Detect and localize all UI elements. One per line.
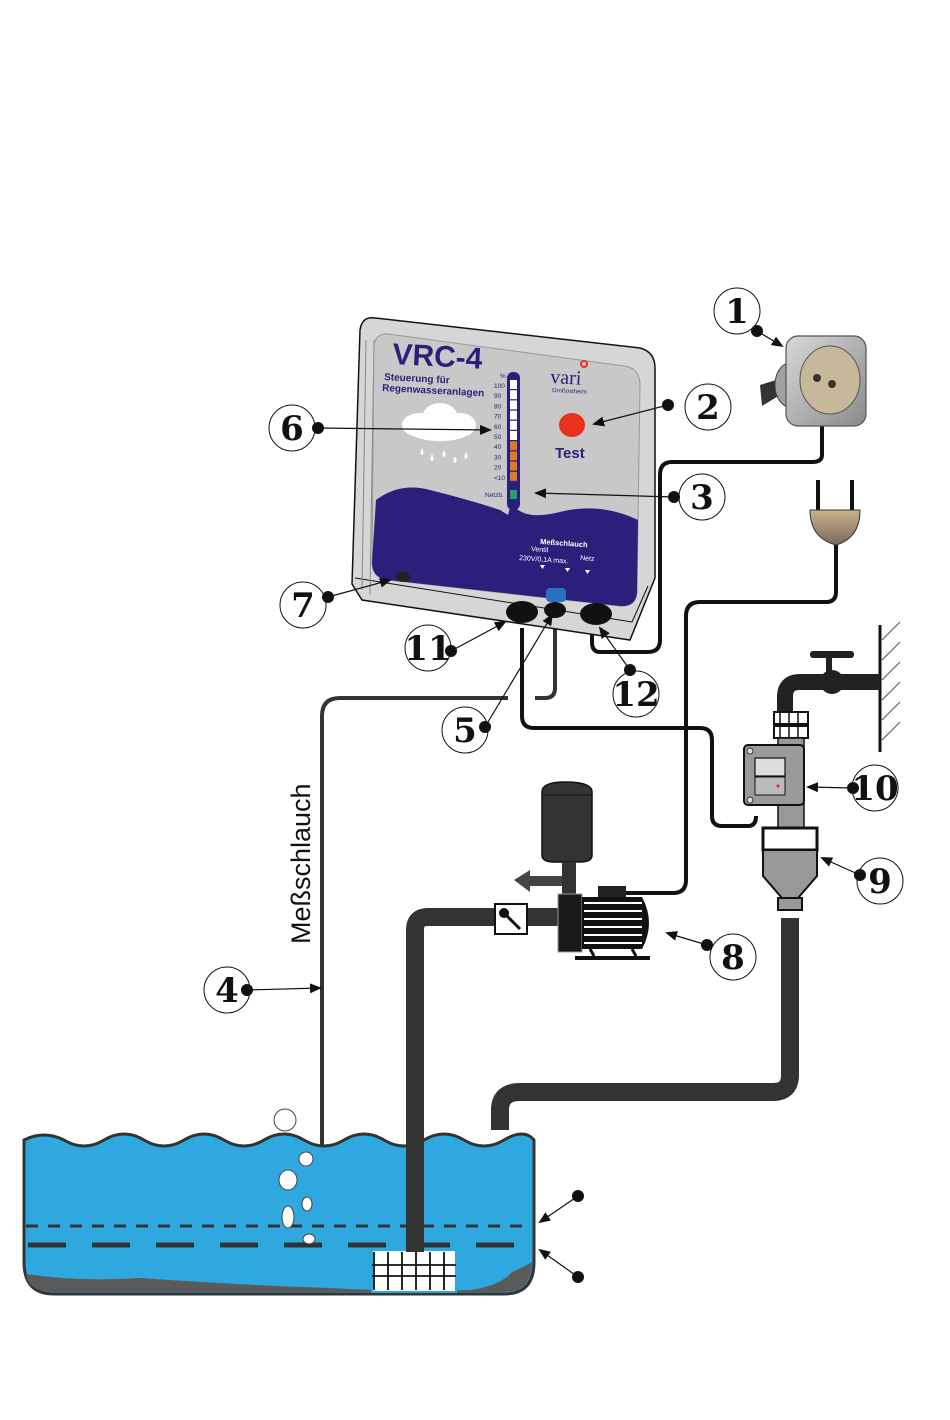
callout-number: 9 xyxy=(868,862,892,902)
scale-label: 50 xyxy=(494,434,502,441)
scale-label: 40 xyxy=(494,444,502,451)
callout-number: 11 xyxy=(404,629,451,669)
callout-dot xyxy=(322,591,334,603)
hopper-funnel xyxy=(763,828,817,910)
callout-number: 8 xyxy=(721,938,745,978)
vrc4-controller: VRC-4 Steuerung für Regenwasseranlagen v… xyxy=(352,318,655,640)
power-socket[interactable] xyxy=(760,336,866,426)
callout-number: 2 xyxy=(696,388,720,428)
callout-4: 4 xyxy=(204,967,320,1013)
scale-segment xyxy=(510,431,517,440)
callout-leader xyxy=(247,988,320,990)
scale-unit: % xyxy=(500,373,506,380)
power-plug xyxy=(810,510,860,545)
scale-segment xyxy=(510,380,517,389)
scale-label: <10 xyxy=(494,475,505,482)
water-tap xyxy=(774,651,880,738)
mains-cable-gland xyxy=(580,603,612,625)
callout-dot xyxy=(312,422,324,434)
callout-leader xyxy=(451,622,505,651)
pressure-tank xyxy=(542,782,592,862)
callout-number: 3 xyxy=(690,478,714,518)
scale-segment xyxy=(510,462,517,471)
callout-5: 5 xyxy=(442,615,552,753)
callout-number: 12 xyxy=(612,675,659,715)
callout-dot xyxy=(479,721,491,733)
hose-label: Meßschlauch xyxy=(286,783,316,944)
scale-segment xyxy=(510,421,517,430)
test-label: Test xyxy=(555,445,585,462)
solenoid-valve[interactable] xyxy=(744,738,804,828)
callout-dot xyxy=(662,399,674,411)
scale-segment xyxy=(510,441,517,450)
scale-label: 20 xyxy=(494,465,502,472)
scale-segment xyxy=(510,390,517,399)
callout-10: 10 xyxy=(808,765,899,811)
hose-connector xyxy=(546,588,566,602)
port-label-valve: Ventil xyxy=(531,546,549,554)
scale-label: 90 xyxy=(494,393,502,400)
outlet-arrow xyxy=(514,870,562,892)
callout-11: 11 xyxy=(404,622,505,671)
callout-number: 5 xyxy=(453,711,477,751)
water-body xyxy=(24,1134,534,1294)
callout-number: 1 xyxy=(725,292,749,332)
callout-number: 10 xyxy=(851,769,898,809)
scale-segment xyxy=(510,472,517,481)
wall xyxy=(880,622,900,752)
scale-bottom-label: Netzb. xyxy=(485,492,504,499)
device-model: VRC-4 xyxy=(392,338,484,376)
callout-1: 1 xyxy=(714,288,782,346)
callout-dot xyxy=(668,491,680,503)
brand-logo: vari xyxy=(550,366,583,390)
level-callouts xyxy=(540,1190,584,1283)
callout-number: 4 xyxy=(215,971,239,1011)
scale-label: 80 xyxy=(494,403,502,410)
callout-8: 8 xyxy=(667,933,756,980)
cistern-tank xyxy=(24,1109,534,1294)
callout-number: 7 xyxy=(291,586,315,626)
suction-strainer xyxy=(372,1250,456,1292)
scale-segment-power xyxy=(510,490,517,499)
side-port[interactable] xyxy=(396,572,410,582)
scale-label: 100 xyxy=(494,383,505,390)
scale-label: 70 xyxy=(494,414,502,421)
test-button[interactable] xyxy=(559,413,585,437)
scale-label: 60 xyxy=(494,424,502,431)
callout-dot xyxy=(701,939,713,951)
scale-segment xyxy=(510,411,517,420)
callout-leader xyxy=(808,787,853,788)
callout-dot xyxy=(241,984,253,996)
callout-9: 9 xyxy=(822,858,903,904)
callout-leader xyxy=(822,858,860,875)
callout-number: 6 xyxy=(280,409,304,449)
callout-dot xyxy=(854,869,866,881)
valve-cable-gland xyxy=(506,601,538,623)
pump xyxy=(495,782,650,960)
callout-leader xyxy=(667,933,707,945)
port-label-mains: Netz xyxy=(580,555,595,563)
callout-leader xyxy=(485,615,552,727)
hose-port xyxy=(544,602,566,618)
scale-segment xyxy=(510,400,517,409)
callout-dot xyxy=(751,325,763,337)
scale-segment xyxy=(510,451,517,460)
scale-label: 30 xyxy=(494,454,502,461)
callout-12: 12 xyxy=(600,628,660,717)
